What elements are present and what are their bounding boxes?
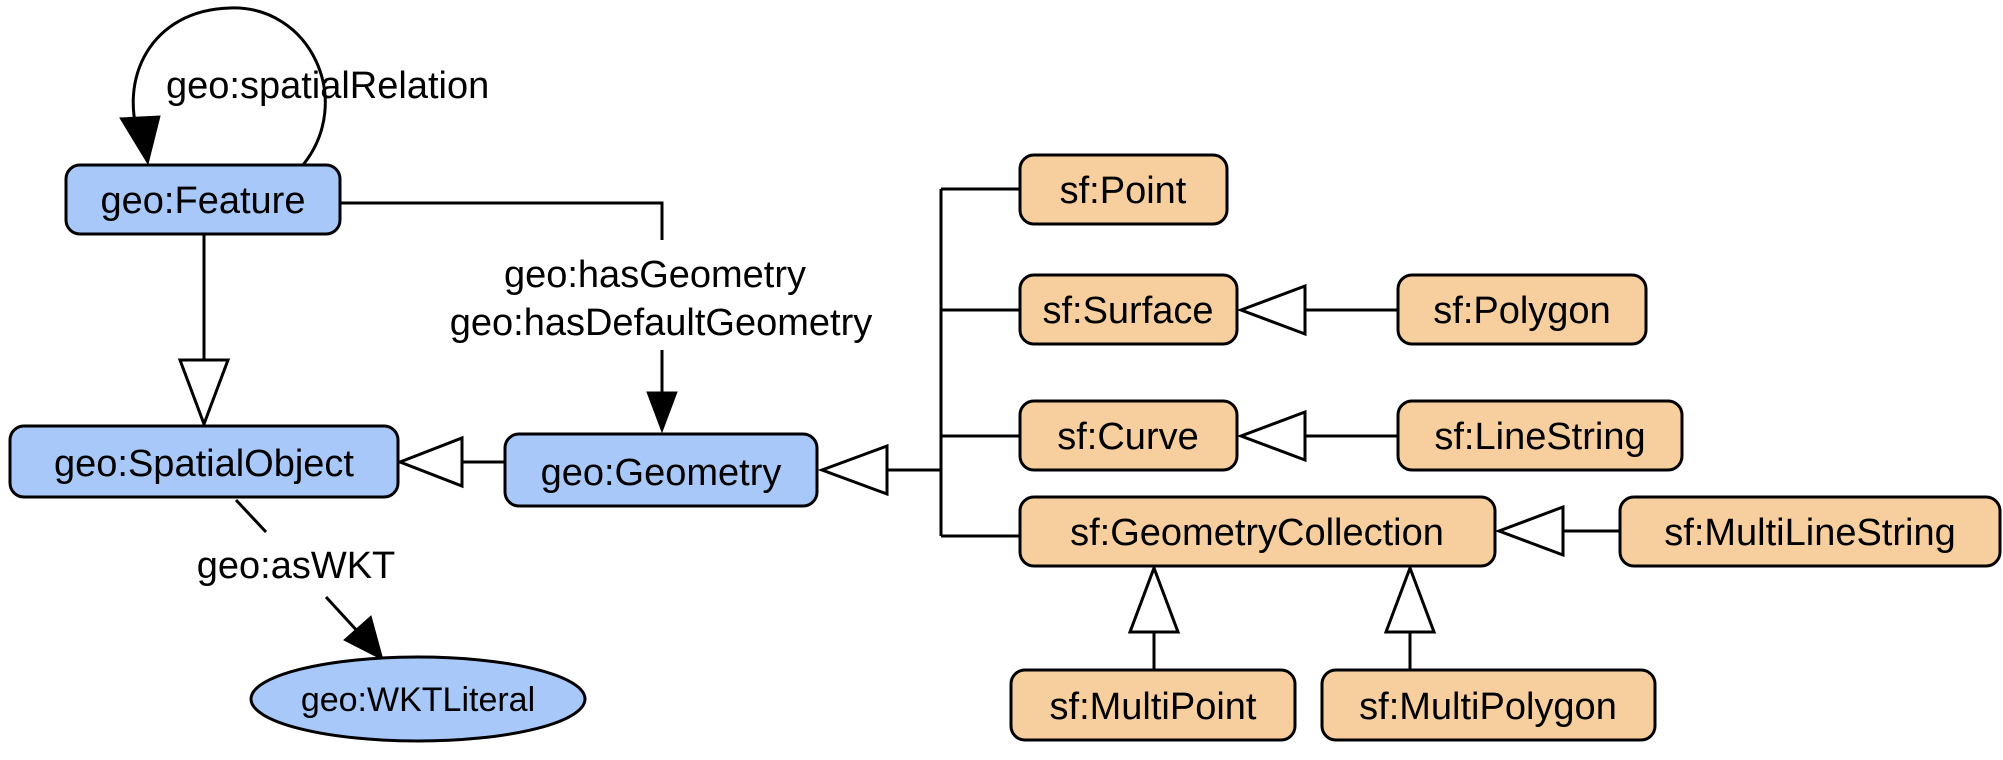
as-wkt-arrowhead: [343, 615, 384, 661]
geo-spatialobject-label: geo:SpatialObject: [54, 443, 354, 485]
sf-multipoint-label: sf:MultiPoint: [1050, 686, 1257, 728]
sf-curve-label: sf:Curve: [1057, 416, 1198, 458]
sf-surface-label: sf:Surface: [1042, 290, 1213, 332]
sf-point-label: sf:Point: [1060, 170, 1187, 212]
sf-geometrycollection-label: sf:GeometryCollection: [1070, 512, 1444, 554]
geo-spatialobject-node[interactable]: geo:SpatialObject: [8, 424, 400, 499]
has-geometry-arrowhead: [646, 391, 678, 434]
has-geometry-edge: [340, 201, 664, 240]
sf-surface-node[interactable]: sf:Surface: [1018, 273, 1239, 346]
multipoint-subclass-arrowhead: [1127, 563, 1181, 634]
sf-linestring-node[interactable]: sf:LineString: [1396, 399, 1684, 472]
sf-subclass-arrowhead: [817, 443, 889, 497]
multilinestring-subclass-arrowhead: [1494, 504, 1565, 558]
sf-multipolygon-label: sf:MultiPolygon: [1359, 686, 1617, 728]
spatial-relation-arrowhead: [119, 115, 161, 166]
sf-geometrycollection-node[interactable]: sf:GeometryCollection: [1018, 495, 1497, 568]
geo-geometry-node[interactable]: geo:Geometry: [503, 432, 819, 508]
sf-polygon-label: sf:Polygon: [1433, 290, 1610, 332]
geo-geometry-label: geo:Geometry: [541, 452, 782, 494]
as-wkt-edge-upper: [234, 498, 268, 534]
geo-feature-node[interactable]: geo:Feature: [64, 163, 342, 236]
spatial-relation-loop: [131, 6, 327, 166]
polygon-subclass-arrowhead: [1236, 283, 1307, 337]
spatial-relation-label: geo:spatialRelation: [166, 65, 489, 107]
sf-multilinestring-label: sf:MultiLineString: [1664, 512, 1955, 554]
geometry-subclass-arrowhead: [395, 435, 464, 489]
feature-subclass-arrowhead: [177, 358, 231, 429]
geo-wktliteral-node[interactable]: geo:WKTLiteral: [249, 655, 587, 743]
sf-curve-node[interactable]: sf:Curve: [1018, 399, 1239, 472]
sf-polygon-node[interactable]: sf:Polygon: [1396, 273, 1648, 346]
linestring-subclass-arrowhead: [1236, 409, 1307, 463]
sf-linestring-label: sf:LineString: [1434, 416, 1645, 458]
as-wkt-edge-lower: [324, 595, 362, 636]
has-geometry-label: geo:hasGeometry: [504, 254, 806, 296]
as-wkt-label: geo:asWKT: [197, 545, 396, 587]
sf-multipoint-node[interactable]: sf:MultiPoint: [1009, 668, 1297, 742]
multipolygon-subclass-arrowhead: [1383, 563, 1437, 634]
sf-multilinestring-node[interactable]: sf:MultiLineString: [1618, 495, 2002, 568]
geo-feature-label: geo:Feature: [101, 180, 306, 222]
has-default-geometry-label: geo:hasDefaultGeometry: [450, 302, 872, 344]
sf-point-node[interactable]: sf:Point: [1018, 153, 1229, 226]
geo-wktliteral-label: geo:WKTLiteral: [301, 681, 535, 719]
sf-multipolygon-node[interactable]: sf:MultiPolygon: [1320, 668, 1657, 742]
